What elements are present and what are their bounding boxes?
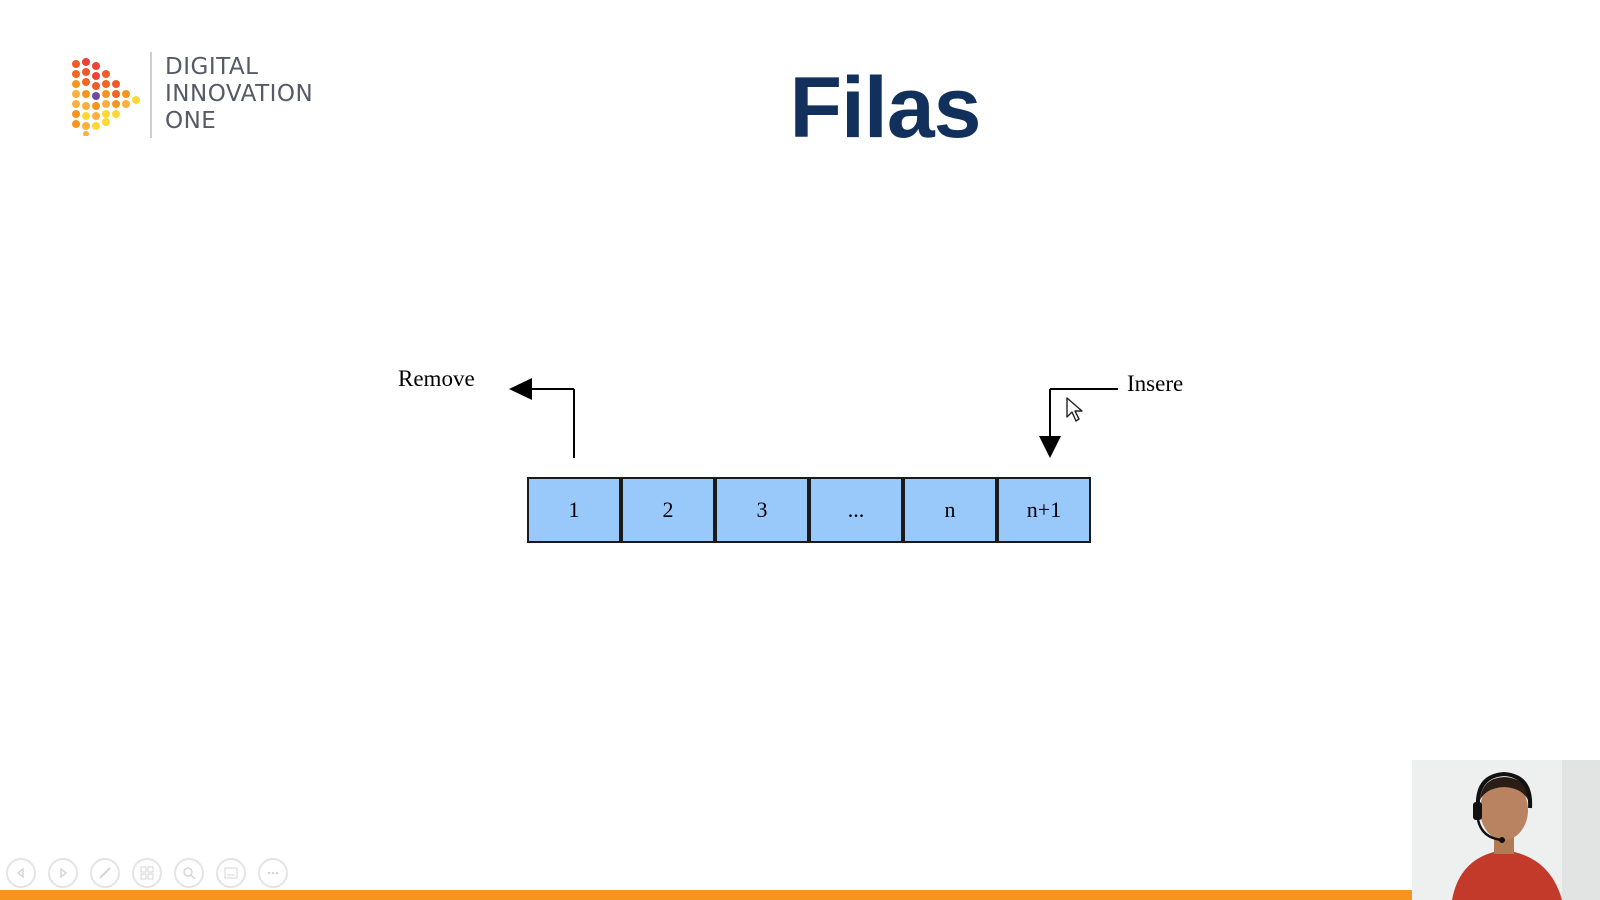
dio-logo-mark-icon (72, 58, 140, 136)
insert-arrow-icon (1039, 388, 1118, 458)
slide-title: Filas (789, 60, 982, 156)
queue-cell: n+1 (997, 477, 1091, 543)
grid-icon (140, 866, 154, 880)
ellipsis-icon (267, 871, 279, 875)
insert-label: Insere (1127, 371, 1184, 396)
video-progress-fill (0, 890, 1413, 900)
chevron-right-icon (60, 867, 68, 879)
queue-cell: 3 (715, 477, 809, 543)
pen-tool-button[interactable] (90, 858, 120, 888)
logo-line-innovation: INNOVATION (165, 81, 314, 107)
presenter-figure-icon (1412, 760, 1600, 900)
logo-wordmark: DIGITAL INNOVATION ONE (165, 54, 313, 135)
subtitles-button[interactable] (216, 858, 246, 888)
queue-cell: 2 (621, 477, 715, 543)
logo-divider (150, 52, 152, 138)
presentation-toolbar (6, 858, 288, 890)
mouse-cursor-icon (1066, 397, 1083, 422)
magnifier-icon (183, 867, 196, 880)
remove-arrow-icon (509, 378, 575, 458)
pen-icon (99, 867, 111, 879)
queue-cell: n (903, 477, 997, 543)
logo-line-digital: DIGITAL (165, 54, 259, 80)
presenter-webcam (1412, 760, 1600, 900)
queue-cell: ... (809, 477, 903, 543)
remove-label: Remove (398, 366, 475, 391)
previous-slide-button[interactable] (6, 858, 36, 888)
queue-cell: 1 (527, 477, 621, 543)
video-progress-bar[interactable] (0, 890, 1600, 900)
chevron-left-icon (16, 867, 24, 879)
next-slide-button[interactable] (48, 858, 78, 888)
more-options-button[interactable] (258, 858, 288, 888)
slides-grid-button[interactable] (132, 858, 162, 888)
logo-line-one: ONE (165, 108, 217, 134)
subtitles-icon (224, 867, 238, 879)
zoom-button[interactable] (174, 858, 204, 888)
